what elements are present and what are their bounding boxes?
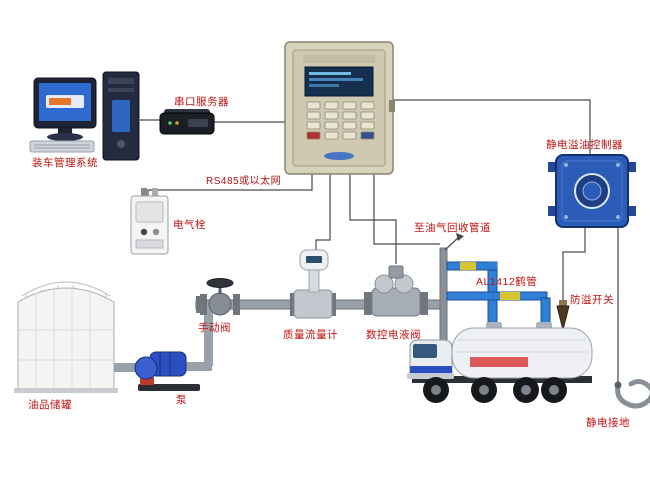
static-overflow-controller-box: [548, 154, 636, 228]
flow-meter-display: [306, 256, 322, 263]
pump-head: [134, 356, 158, 380]
tank-rail: [21, 281, 111, 297]
truck-hatch-rear: [536, 322, 552, 329]
tank-body: [17, 287, 115, 390]
truck-hatch-front: [486, 322, 502, 329]
wire-controller-to-loading-arm: [373, 174, 440, 245]
tank-truck: [407, 322, 593, 403]
label-loading-system: 装车管理系统: [32, 157, 98, 169]
truck-chassis: [412, 376, 592, 383]
label-loading-arm: AL1412鹤管: [476, 276, 538, 288]
wire-controller-to-flow-meter: [315, 174, 331, 252]
wire-controller-to-static-box: [393, 99, 591, 155]
valve-body: [208, 292, 232, 316]
truck-tank-marking: [470, 357, 528, 367]
overflow-switch-sensor: [556, 300, 570, 331]
loading-arm-assembly: [439, 233, 551, 343]
wire-controller-to-digital-valve: [349, 174, 397, 264]
label-digital-valve: 数控电液阀: [366, 329, 421, 341]
tank-base: [14, 388, 118, 393]
label-manual-valve: 手动阀: [198, 322, 231, 334]
vapor-arrow: [456, 233, 464, 241]
valve-pilot: [388, 265, 404, 279]
digital-valve-shape: [364, 265, 428, 317]
pump-base: [138, 384, 200, 391]
arm-post: [439, 247, 448, 343]
label-serial-server: 串口服务器: [174, 96, 229, 108]
controller-screen: [304, 66, 374, 97]
truck-wheels: [423, 377, 567, 403]
oil-storage-tank-shape: [14, 281, 118, 393]
label-mass-flow-meter: 质量流量计: [283, 329, 338, 341]
controller-latch: [389, 100, 395, 112]
sensor-probe: [556, 305, 570, 331]
wire-controller-to-electric-bolt: [147, 174, 313, 196]
pump-unit: [134, 351, 200, 391]
liquid-arm-pipe: [446, 291, 548, 301]
led-amber: [175, 121, 179, 125]
serial-port-server: [159, 109, 215, 135]
suction-pipe: [114, 363, 152, 372]
manual-valve-shape: [200, 278, 240, 316]
label-electric-bolt: 电气栓: [173, 219, 206, 231]
riser-pipe: [204, 306, 213, 366]
controller-logo: [324, 152, 354, 160]
connection-lines: [140, 99, 619, 385]
computer-workstation: [29, 71, 140, 161]
label-static-controller: 静电溢油控制器: [546, 139, 623, 151]
truck-bumper: [407, 373, 454, 379]
valve-handwheel: [206, 278, 234, 288]
led-green: [168, 121, 172, 125]
mass-flow-meter-shape: [290, 249, 336, 319]
screen-logo: [49, 98, 71, 105]
label-static-grounding: 静电接地: [586, 417, 630, 429]
wire-static-box-to-overflow-switch: [562, 227, 586, 304]
label-oil-storage-tank: 油品储罐: [28, 399, 72, 411]
grounding-clamp: [614, 379, 650, 409]
label-pump: 泵: [176, 394, 187, 406]
pc-keyboard: [29, 140, 95, 153]
truck-tank-barrel: [451, 327, 593, 379]
electric-bolt-device: [130, 188, 169, 255]
controller-keypad: [306, 101, 375, 140]
truck-windshield: [413, 344, 437, 358]
label-network: RS485或以太网: [206, 176, 282, 187]
batch-controller: [284, 41, 395, 175]
label-overflow-switch: 防溢开关: [570, 294, 614, 306]
label-vapor-recovery: 至油气回收管道: [414, 222, 491, 234]
grounding-hook: [615, 379, 650, 409]
